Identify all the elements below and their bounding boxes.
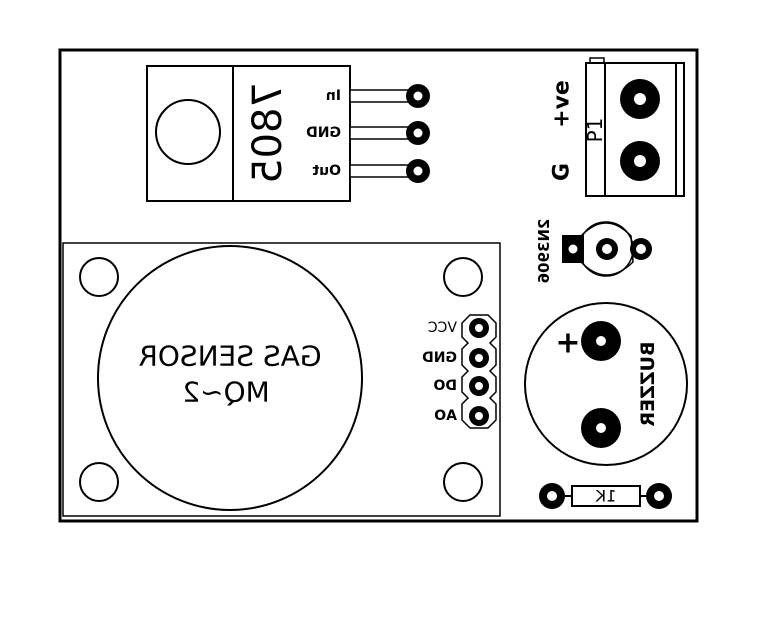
sensor-pin-label: DO xyxy=(433,378,457,394)
sensor-pin-label: VCC xyxy=(428,320,457,336)
resistor-pad-hole xyxy=(654,491,664,501)
positive-supply-label: +ve xyxy=(550,80,575,128)
regulator-pin-label: Out xyxy=(312,163,341,179)
regulator-pin-label: In xyxy=(326,88,341,104)
regulator-pin-label: GND xyxy=(306,125,341,141)
sensor-header-outline xyxy=(461,314,497,429)
sensor-module-outline xyxy=(62,242,501,517)
buzzer-pad-hole xyxy=(596,336,606,346)
buzzer-label: BUZZER xyxy=(637,341,659,426)
regulator-body xyxy=(232,65,351,202)
regulator-lead xyxy=(349,126,413,140)
sensor-pin-label: GND xyxy=(422,350,457,366)
sensor-pin-label: AO xyxy=(434,408,457,424)
terminal-pad-hole xyxy=(634,93,646,105)
transistor: 2N3906 xyxy=(535,219,652,284)
sensor-element xyxy=(97,245,363,511)
voltage-regulator: 7805 In GND Out xyxy=(146,65,430,202)
terminal-ref-label: P1 xyxy=(583,118,607,143)
ground-supply-label: G xyxy=(550,163,575,181)
resistor: 1K xyxy=(539,483,672,509)
resistor-pad-hole xyxy=(547,491,557,501)
regulator-lead xyxy=(349,89,413,103)
transistor-pad-hole xyxy=(602,244,612,254)
sensor-title: GAS SENSOR xyxy=(138,340,321,373)
regulator-lead xyxy=(349,164,413,178)
sensor-mounting-hole xyxy=(79,462,119,502)
regulator-pad-hole xyxy=(413,166,423,176)
sensor-header-pad-hole xyxy=(475,412,483,420)
sensor-header-pad-hole xyxy=(475,382,483,390)
sensor-mounting-hole xyxy=(443,257,483,297)
regulator-pad-hole xyxy=(413,91,423,101)
regulator-pad-hole xyxy=(413,128,423,138)
regulator-mounting-hole xyxy=(155,99,221,165)
sensor-mounting-hole xyxy=(443,462,483,502)
gas-sensor-module: GAS SENSOR MQ~2 VCC GND DO AO xyxy=(62,242,501,517)
terminal-notch xyxy=(589,57,605,63)
regulator-part-label: 7805 xyxy=(245,82,291,184)
sensor-mounting-hole xyxy=(79,257,119,297)
resistor-body xyxy=(571,485,641,507)
sensor-header-pad-hole xyxy=(475,324,483,332)
buzzer-polarity-mark: + xyxy=(555,326,580,361)
transistor-pad-hole xyxy=(568,244,578,254)
sensor-header-pad-hole xyxy=(475,354,483,362)
buzzer-pad-hole xyxy=(596,423,606,433)
transistor-pad-hole xyxy=(636,244,646,254)
buzzer-outline xyxy=(524,302,688,466)
board-outline xyxy=(58,48,699,523)
buzzer: + BUZZER xyxy=(524,302,688,466)
power-terminal-block: P1 +ve G xyxy=(550,57,685,197)
transistor-part-label: 2N3906 xyxy=(535,219,553,284)
resistor-value: 1K xyxy=(595,487,616,506)
terminal-pad-hole xyxy=(634,155,646,167)
sensor-model: MQ~2 xyxy=(182,376,269,409)
